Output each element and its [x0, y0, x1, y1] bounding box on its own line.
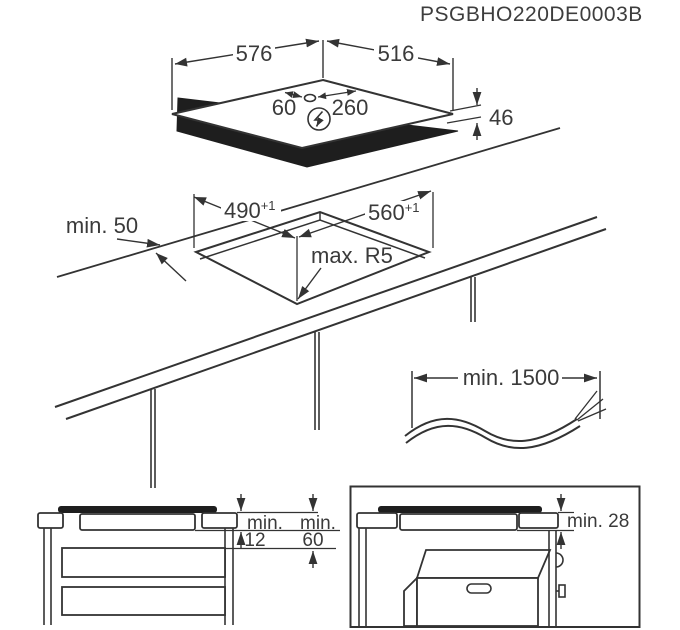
hob-height-dim: 46 [446, 88, 513, 140]
terminal-oval [303, 93, 317, 103]
cable-line-top [404, 417, 578, 443]
drawer-gap-value: 60 [302, 530, 323, 551]
cable-length-label: min. 1500 [463, 365, 560, 390]
oven-left-side [403, 575, 418, 627]
cutout-depth-label: 490+1 [224, 198, 276, 223]
cable-wire-ends [574, 390, 607, 422]
oven [403, 549, 552, 627]
drawer-bottom [61, 586, 226, 616]
cabinet-legs [150, 277, 476, 488]
worktop-gap-min-label: min. [247, 513, 283, 534]
worktop-front-edge-bottom [65, 228, 607, 420]
cabinet-side-left-2 [358, 528, 367, 626]
cable-line-bottom [405, 424, 581, 450]
drawer-gap-min-label: min. [300, 513, 336, 534]
worktop-cutout-view: 490+1 560+1 min. 50 max. R5 [54, 127, 607, 488]
hob-glass-profile [58, 506, 217, 513]
lightning-icon [307, 107, 331, 131]
section-border [349, 485, 641, 628]
mains-cable-view: min. 1500 [404, 365, 607, 450]
cabinet-panel-right [548, 531, 566, 626]
terminal-left-offset-label: 60 [272, 95, 296, 120]
hob-width-label: 576 [236, 41, 273, 66]
worktop-right-profile [201, 512, 238, 529]
worktop-left-profile [37, 512, 64, 529]
cutout-width-label: 560+1 [368, 200, 420, 225]
worktop-right-profile-2 [518, 512, 559, 529]
worktop-front-edge-top [54, 216, 598, 408]
oven-handle [466, 583, 492, 594]
hob-glass-profile-2 [378, 506, 542, 513]
hob-height-label: 46 [489, 105, 513, 130]
hob-body-profile [79, 513, 196, 531]
oven-clearance-section: min. 28 [349, 485, 641, 628]
worktop-gap-value: 12 [244, 530, 265, 551]
hob-isometric-view: 576 516 60 260 46 [171, 38, 513, 168]
drawing-code: PSGBHO220DE0003B [420, 3, 643, 26]
oven-gap-label: min. 28 [567, 511, 629, 532]
terminal-right-offset-label: 260 [332, 95, 369, 120]
panel-bump [555, 552, 564, 568]
fixing-screw [558, 584, 566, 598]
drawer-top [61, 547, 226, 578]
worktop-left-profile-2 [356, 512, 398, 529]
oven-top [415, 549, 552, 579]
hob-depth-label: 516 [378, 41, 415, 66]
rear-clearance-label: min. 50 [66, 213, 138, 238]
corner-radius-label: max. R5 [311, 243, 393, 268]
drawer-clearance-section: min. 12 min. 60 [37, 494, 340, 625]
hob-body-profile-2 [399, 513, 518, 531]
